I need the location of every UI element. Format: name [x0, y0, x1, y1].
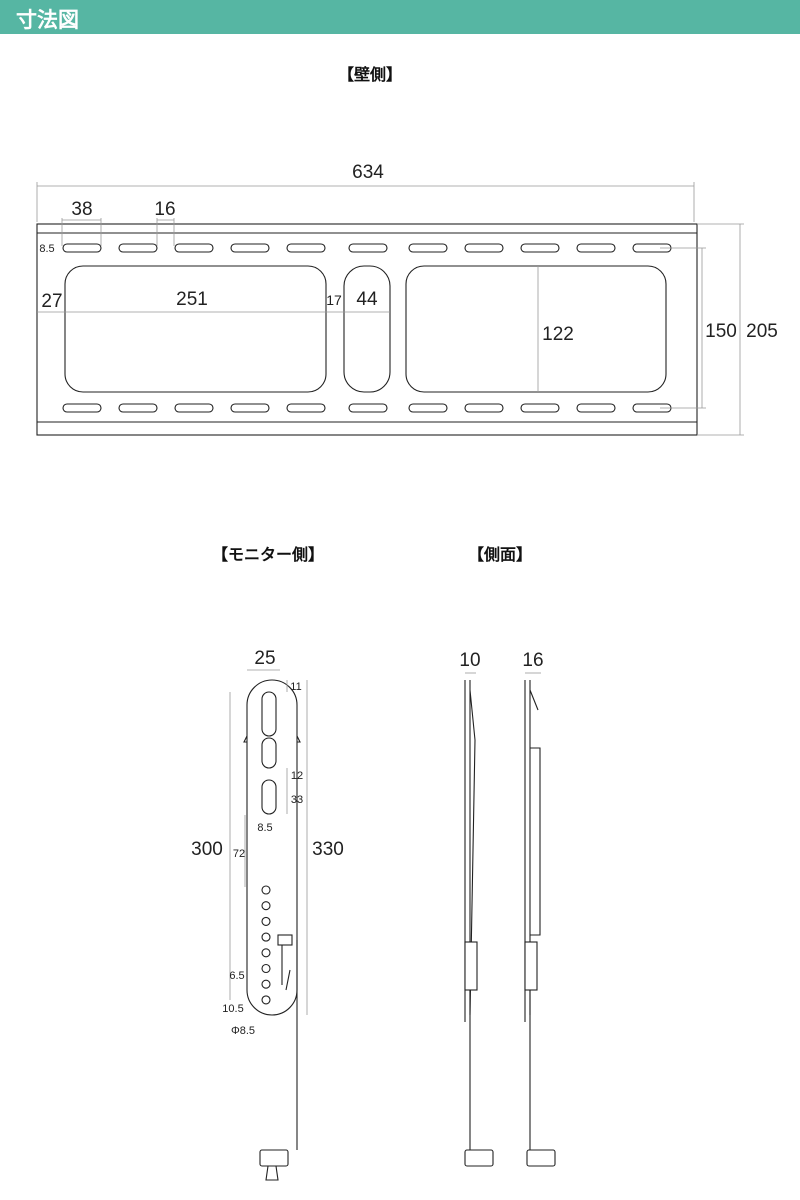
adjustment-hole: [261, 916, 271, 926]
header-title: 寸法図: [16, 8, 79, 32]
mounting-slot: [62, 403, 102, 413]
dim-left-margin: 27: [41, 291, 62, 312]
mounting-slot: [62, 243, 102, 253]
dim-opening-width: 251: [176, 289, 208, 310]
mounting-slot: [348, 243, 388, 253]
dim-slot-pitch: 16: [154, 199, 175, 220]
mounting-slot: [174, 403, 214, 413]
monitor-side-title: 【モニター側】: [212, 545, 324, 564]
monitor-dimension-lines: [229, 669, 308, 1015]
mounting-slot: [118, 243, 158, 253]
mounting-slot: [464, 403, 504, 413]
mounting-slot: [408, 403, 448, 413]
dim-slot-length: 38: [71, 199, 92, 220]
dim-arm-span: 300: [191, 839, 223, 860]
dim-arm-gap: 72: [233, 848, 245, 860]
wall-dimension-lines: [36, 182, 744, 436]
mounting-slot: [230, 403, 270, 413]
side-view-profiles: [464, 672, 556, 1167]
dim-side-thin: 10: [459, 650, 480, 671]
dim-slot-span: 150: [705, 321, 737, 342]
dim-arm-total-length: 330: [312, 839, 344, 860]
mounting-slot: [576, 243, 616, 253]
mounting-slot: [348, 403, 388, 413]
mounting-slot: [174, 243, 214, 253]
dim-side-thick: 16: [522, 650, 543, 671]
monitor-bracket-arm: [243, 679, 301, 1181]
mounting-slot: [464, 243, 504, 253]
adjustment-hole: [261, 995, 271, 1005]
header-bar: 寸法図: [0, 0, 800, 34]
dim-arm-width: 25: [254, 648, 275, 669]
dim-opening-height: 122: [542, 324, 574, 345]
dim-slot-height: 8.5: [39, 243, 54, 255]
dim-arm-bottom: 10.5: [222, 1003, 243, 1015]
dim-arm-top: 11: [290, 681, 301, 693]
wall-plate: [36, 223, 698, 436]
mounting-slot: [230, 243, 270, 253]
mounting-slot: [408, 243, 448, 253]
dim-arm-slot-length: 33: [291, 794, 303, 806]
dim-total-width: 634: [352, 162, 384, 183]
mounting-slot: [118, 403, 158, 413]
wall-side-title: 【壁側】: [338, 65, 402, 84]
dim-total-height: 205: [746, 321, 778, 342]
adjustment-hole: [261, 979, 271, 989]
mounting-slot: [286, 243, 326, 253]
adjustment-hole: [261, 948, 271, 958]
side-view-title: 【側面】: [468, 545, 532, 564]
adjustment-hole: [261, 932, 271, 942]
adjustment-hole: [261, 901, 271, 911]
adjustment-hole: [261, 963, 271, 974]
dim-gap: 17: [326, 292, 342, 308]
dim-hole-pitch: 6.5: [229, 970, 244, 982]
mounting-slot: [286, 403, 326, 413]
dim-hole-diameter: Φ8.5: [231, 1025, 255, 1037]
dim-arm-slot-gap: 12: [291, 770, 303, 782]
mounting-slot: [520, 403, 560, 413]
mounting-slot: [576, 403, 616, 413]
mounting-slot: [520, 243, 560, 253]
dim-arm-slot-width: 8.5: [257, 822, 272, 834]
adjustment-hole: [261, 885, 271, 895]
dim-center-opening: 44: [356, 289, 378, 310]
